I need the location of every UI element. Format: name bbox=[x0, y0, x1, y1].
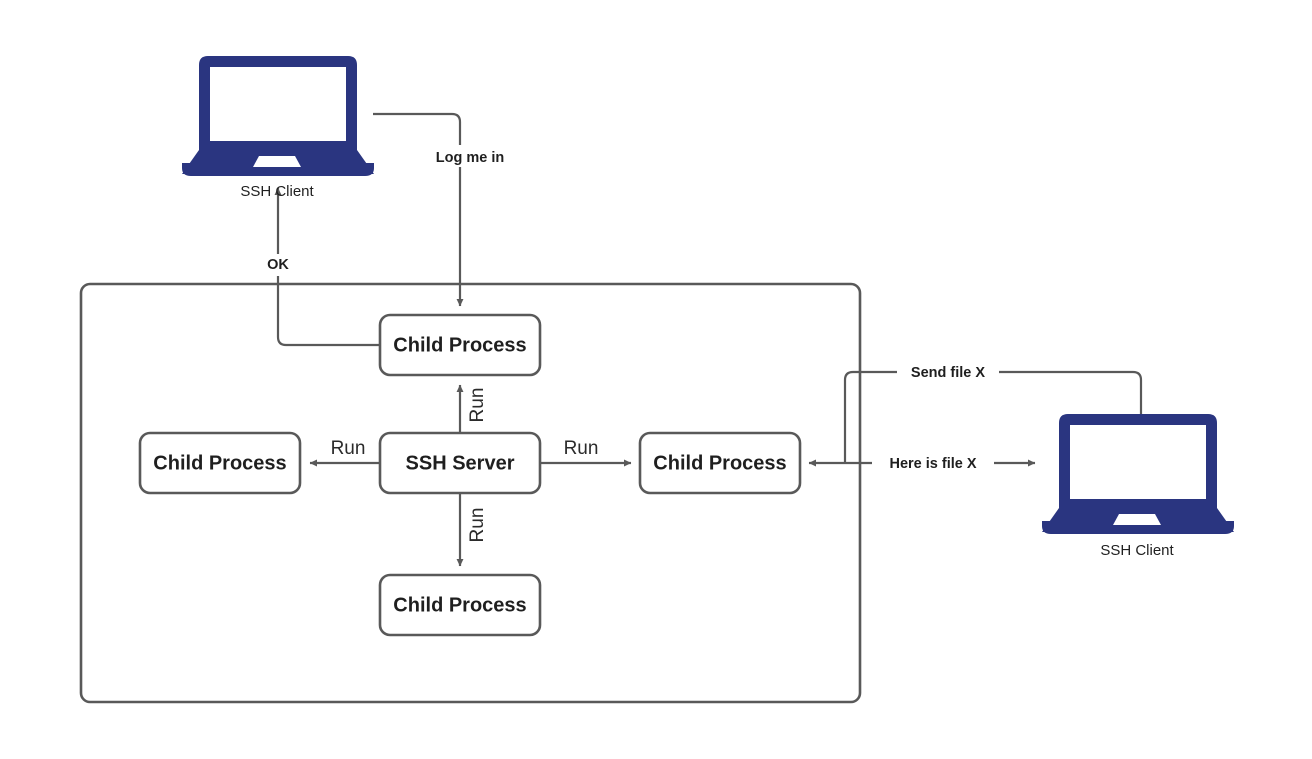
edge-run-left-label-bg bbox=[327, 437, 369, 461]
laptop-base-edge bbox=[182, 163, 374, 176]
edge-ok-label-bg bbox=[261, 254, 295, 276]
laptop-base-edge bbox=[1042, 521, 1234, 534]
ssh-client-right[interactable]: SSH Client bbox=[1042, 414, 1234, 559]
edge-run-right-label: Run bbox=[564, 438, 599, 459]
laptop-screen-inner bbox=[210, 67, 346, 141]
ssh-client-top[interactable]: SSH Client bbox=[182, 56, 374, 200]
node-ssh-server[interactable]: SSH Server bbox=[378, 431, 542, 495]
node-ssh-server-box[interactable] bbox=[378, 431, 542, 495]
node-ssh-server-label: SSH Server bbox=[406, 452, 515, 474]
laptop-trackpad bbox=[253, 156, 301, 167]
edge-log-me-in-label-bg bbox=[414, 145, 526, 167]
node-child-top-box[interactable] bbox=[378, 313, 542, 377]
edge-run-up-label: Run bbox=[467, 388, 488, 423]
node-child-right[interactable]: Child Process bbox=[638, 431, 802, 495]
ssh-client-top-label: SSH Client bbox=[240, 183, 314, 200]
node-child-left[interactable]: Child Process bbox=[138, 431, 302, 495]
edge-here-is-file-x-label: Here is file X bbox=[889, 456, 976, 472]
node-child-top[interactable]: Child Process bbox=[378, 313, 542, 377]
laptop-icon bbox=[182, 56, 374, 176]
node-child-right-label: Child Process bbox=[653, 452, 786, 474]
edge-log-me-in-line bbox=[373, 112, 464, 307]
edge-run-left-label: Run bbox=[331, 438, 366, 459]
edge-send-file-x-label: Send file X bbox=[911, 365, 985, 381]
edge-run-up-label-bg bbox=[466, 384, 488, 426]
laptop-screen-inner bbox=[1070, 425, 1206, 499]
node-child-bottom[interactable]: Child Process bbox=[378, 573, 542, 637]
edge-send-file-x-label-bg bbox=[897, 361, 999, 383]
edge-run-down-label-bg bbox=[466, 504, 488, 546]
ssh-server-host-boundary bbox=[79, 282, 862, 704]
node-child-left-label: Child Process bbox=[153, 452, 286, 474]
edge-here-is-file-x-label-bg bbox=[872, 452, 994, 474]
ssh-client-right-label: SSH Client bbox=[1100, 542, 1174, 559]
laptop-trackpad bbox=[1113, 514, 1161, 525]
edge-ok-label: OK bbox=[267, 257, 289, 273]
edge-run-down-label: Run bbox=[467, 508, 488, 543]
node-child-bottom-box[interactable] bbox=[378, 573, 542, 637]
node-child-right-box[interactable] bbox=[638, 431, 802, 495]
node-child-top-label: Child Process bbox=[393, 334, 526, 356]
edge-ok-line bbox=[274, 187, 380, 347]
edge-run-right-label-bg bbox=[560, 437, 602, 461]
node-child-bottom-label: Child Process bbox=[393, 594, 526, 616]
edge-log-me-in-label: Log me in bbox=[436, 150, 504, 166]
laptop-icon bbox=[1042, 414, 1234, 534]
node-child-left-box[interactable] bbox=[138, 431, 302, 495]
